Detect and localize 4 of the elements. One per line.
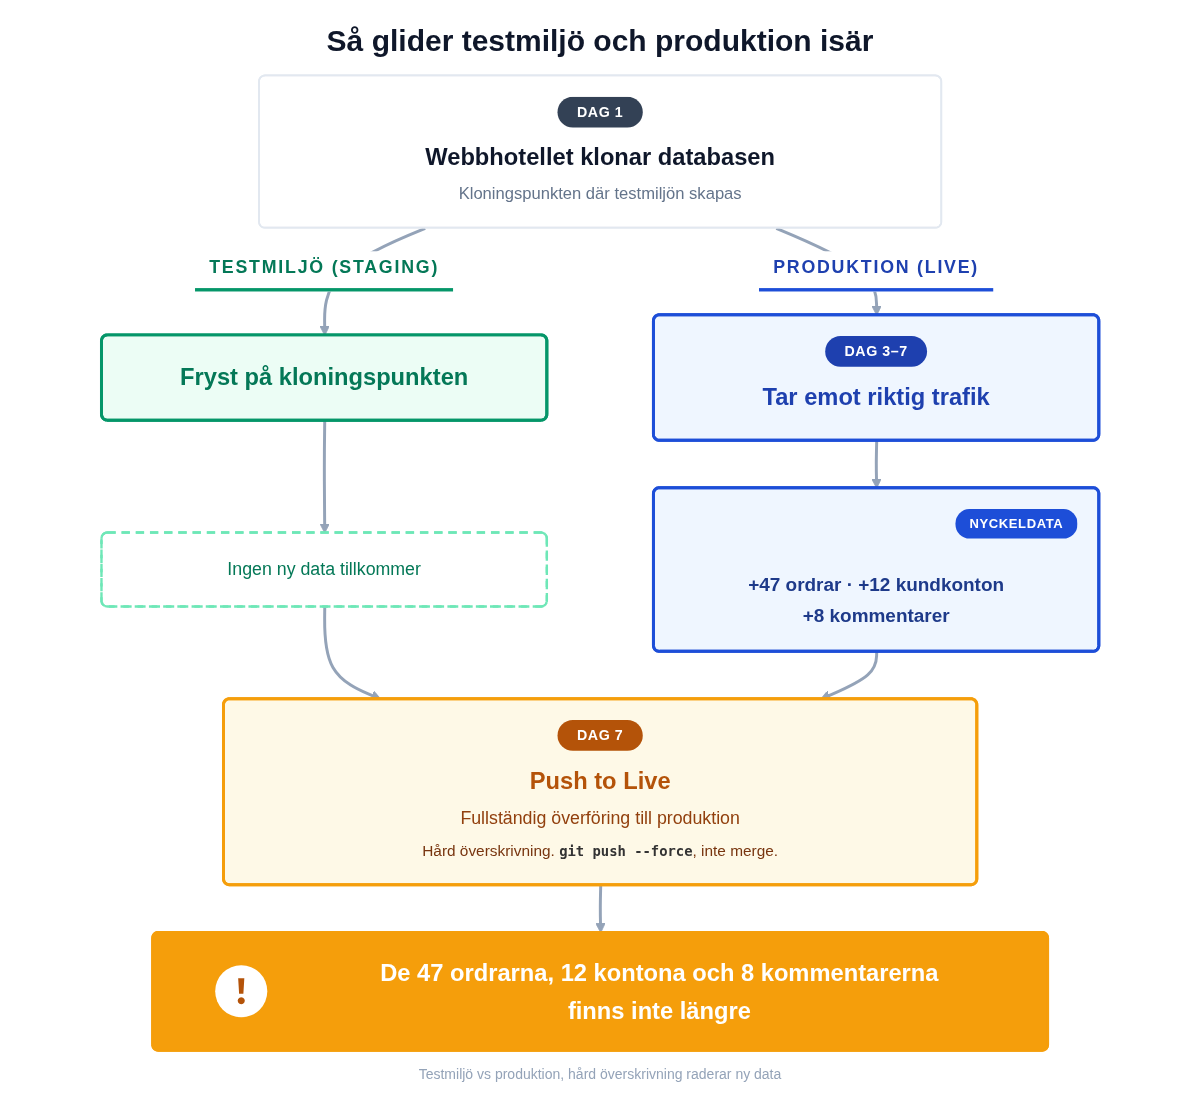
diagram-title: Så glider testmiljö och produktion isär — [326, 24, 874, 58]
caption: Testmiljö vs produktion, hård överskrivning raderar ny data — [418, 1066, 782, 1082]
edge-label: TESTMILJÖ (STAGING) — [209, 256, 439, 277]
edge-label: PRODUKTION (LIVE) — [773, 256, 979, 277]
